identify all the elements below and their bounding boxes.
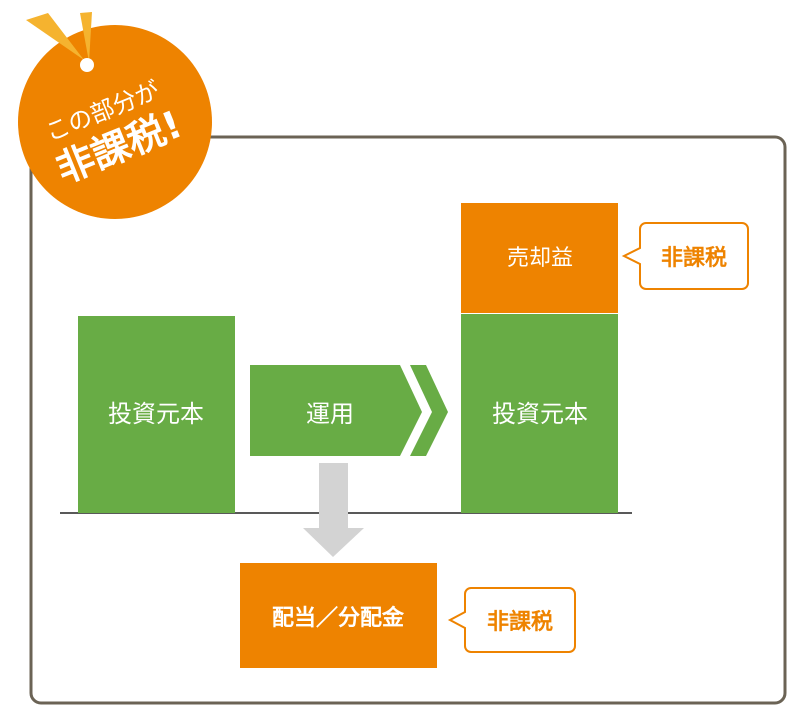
- tax-free-tag: この部分が 非課税!: [18, 12, 212, 219]
- tag-string-icon: [26, 13, 84, 60]
- principal-right-label: 投資元本: [492, 400, 588, 428]
- capital-gain-label: 売却益: [507, 246, 573, 271]
- capital-gain-tax-label: 非課税: [661, 245, 727, 271]
- principal-left-label: 投資元本: [108, 400, 204, 428]
- operation-label: 運用: [306, 400, 354, 428]
- dividend-tax-callout: 非課税: [447, 587, 576, 653]
- dividend-tax-label: 非課税: [487, 609, 553, 635]
- dividend-box: 配当／分配金: [240, 563, 437, 668]
- tag-hole-icon: [80, 58, 94, 72]
- dividend-label: 配当／分配金: [272, 605, 405, 631]
- principal-right-box: 投資元本: [461, 314, 618, 513]
- principal-left-box: 投資元本: [78, 316, 235, 513]
- capital-gain-tax-callout: 非課税: [621, 222, 749, 290]
- operation-arrow: 運用: [250, 365, 448, 456]
- chevron-icon: [410, 365, 448, 456]
- diagram-frame: [29, 135, 787, 705]
- capital-gain-box: 売却益: [461, 203, 618, 313]
- down-arrow-icon: [303, 463, 364, 557]
